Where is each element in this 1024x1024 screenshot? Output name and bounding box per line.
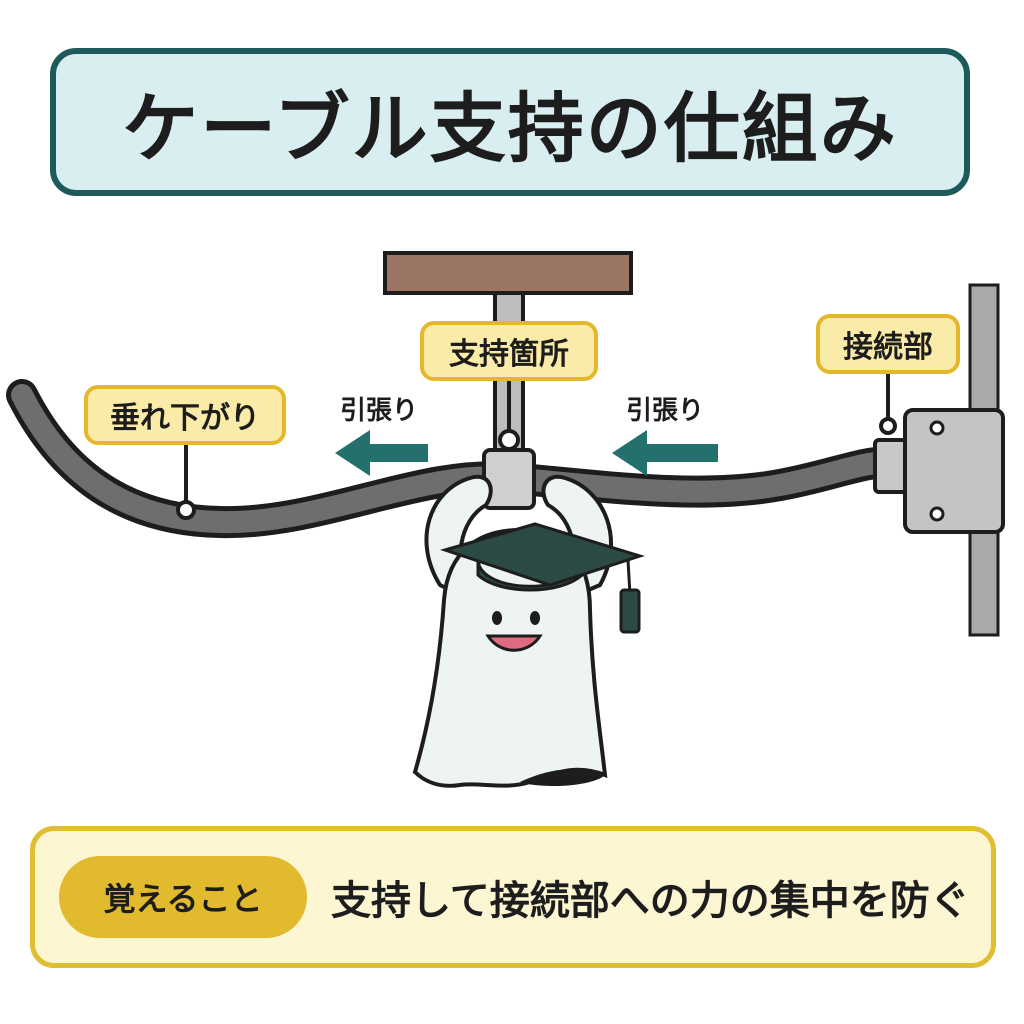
connection-label: 接続部 <box>816 314 960 374</box>
graduation-cap-icon <box>439 522 646 634</box>
ghost-mascot-icon <box>412 474 614 788</box>
summary-text: 支持して接続部への力の集中を防ぐ <box>331 878 970 924</box>
sag-leader <box>176 442 196 520</box>
sag-label: 垂れ下がり <box>84 385 286 445</box>
left-arrow-icon <box>335 430 428 476</box>
key-point-box: 覚えること 支持して接続部への力の集中を防ぐ <box>30 826 996 968</box>
title-banner: ケーブル支持の仕組み <box>50 48 970 196</box>
left-arrow-icon <box>612 430 718 476</box>
tension-left-text: 引張り <box>340 396 419 426</box>
remember-badge: 覚えること <box>59 856 307 938</box>
page-title: ケーブル支持の仕組み <box>122 84 898 173</box>
junction-box-icon <box>873 408 1005 534</box>
tension-right-text: 引張り <box>626 396 705 426</box>
ceiling-beam-icon <box>383 251 633 295</box>
support-point-label: 支持箇所 <box>420 321 598 381</box>
connection-leader <box>879 372 897 435</box>
